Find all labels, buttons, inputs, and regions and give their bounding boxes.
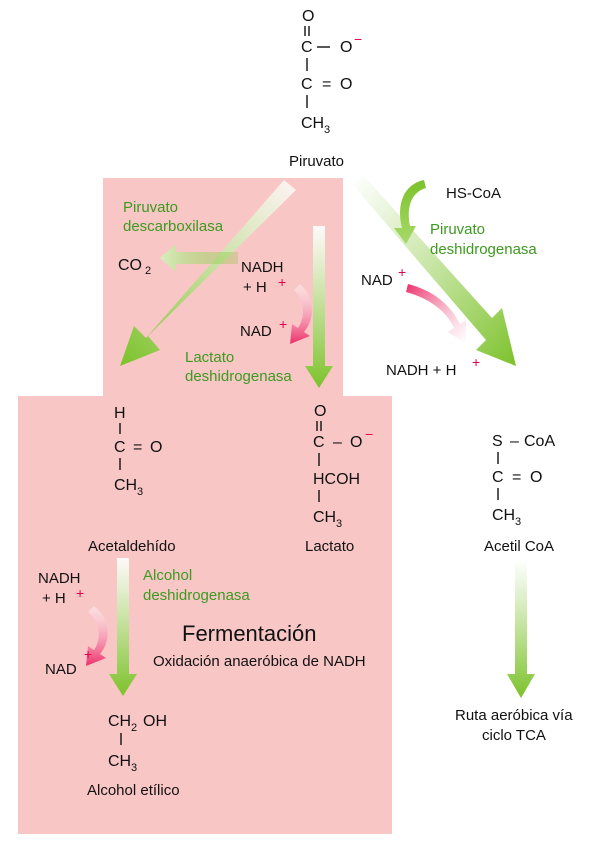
- arrow-to-acetaldehyde: [120, 180, 296, 366]
- chem-text: S: [492, 433, 503, 450]
- chem-text: CH: [108, 753, 131, 770]
- chem-text: CH: [108, 713, 131, 730]
- pyruvate-label: Piruvato: [289, 153, 344, 170]
- lactate-structure: O C – O − HCOH CH 3 Lactato: [305, 403, 373, 555]
- fermentation-title: Fermentación: [182, 621, 317, 646]
- ethanol-structure: CH 2 OH CH 3 Alcohol etílico: [87, 713, 180, 799]
- chem-text: –: [510, 433, 519, 450]
- chem-text: CoA: [524, 433, 555, 450]
- nadh-label-alcohol: NADH: [38, 570, 81, 587]
- fermentation-subtitle: Oxidación anaeróbica de NADH: [153, 653, 366, 670]
- chem-text: CH: [114, 477, 137, 494]
- ethanol-label: Alcohol etílico: [87, 782, 180, 799]
- enzyme-lactate-dehydrogenase-line1: Lactato: [185, 349, 234, 366]
- pyruvate-structure: O C O − C = O CH 3 Piruvato: [289, 8, 362, 170]
- chem-text: −: [365, 426, 373, 442]
- chem-text: O: [302, 8, 314, 25]
- chem-text: H: [114, 405, 126, 422]
- chem-text: =: [512, 469, 521, 486]
- chem-text: 3: [131, 762, 137, 774]
- arrow-to-lactate: [305, 226, 333, 388]
- chem-text: O: [314, 403, 326, 420]
- nadh-label-lactate: NADH: [241, 259, 284, 276]
- decarboxylase-section: Piruvato descarboxilasa CO 2 NADH + H + …: [118, 199, 292, 385]
- chem-text: O: [150, 439, 162, 456]
- arrow-to-acetyl-coa: [352, 176, 516, 366]
- chem-text: O: [530, 469, 542, 486]
- chem-text: C: [114, 439, 126, 456]
- acetaldehyde-label: Acetaldehído: [88, 538, 176, 555]
- acetaldehyde-structure: H C = O CH 3 Acetaldehído: [88, 405, 176, 555]
- chem-text: –: [333, 434, 342, 451]
- chem-text: =: [322, 76, 331, 93]
- chem-text: 3: [324, 124, 330, 136]
- hscoa-label: HS-CoA: [446, 185, 501, 202]
- chem-text: C: [492, 469, 504, 486]
- fermentation-box: [18, 396, 392, 834]
- arrow-to-ethanol: [109, 558, 137, 696]
- nad-label-alcohol: NAD: [45, 661, 77, 678]
- chem-text: O: [340, 39, 352, 56]
- nad-label-pdh: NAD: [361, 272, 393, 289]
- arrow-hscoa: [394, 180, 426, 244]
- acetyl-coa-label: Acetil CoA: [484, 538, 554, 555]
- chem-text: +: [76, 585, 84, 601]
- chem-text: + H: [243, 279, 267, 296]
- chem-text: 2: [131, 722, 137, 734]
- arrow-co2-release: [160, 244, 238, 272]
- chem-text: =: [133, 439, 142, 456]
- chem-text: C: [301, 76, 313, 93]
- tca-route-line2: ciclo TCA: [482, 727, 546, 744]
- tca-route-line1: Ruta aeróbica vía: [455, 707, 573, 724]
- alcohol-dehydrogenase-section: NADH + H + NAD + Alcohol deshidrogenasa …: [38, 567, 366, 678]
- enzyme-pyruvate-decarboxylase-line2: descarboxilasa: [123, 218, 224, 235]
- chem-text: 3: [515, 516, 521, 528]
- chem-text: HCOH: [313, 471, 360, 488]
- chem-text: CH: [301, 115, 324, 132]
- enzyme-alcohol-dehydrogenase-line2: deshidrogenasa: [143, 587, 250, 604]
- chem-text: +: [279, 316, 287, 332]
- enzyme-lactate-dehydrogenase-line2: deshidrogenasa: [185, 368, 292, 385]
- arrow-to-tca: [507, 560, 535, 698]
- enzyme-pyruvate-dehydrogenase-line1: Piruvato: [430, 221, 485, 238]
- enzyme-alcohol-dehydrogenase-line1: Alcohol: [143, 567, 192, 584]
- chem-text: 2: [145, 265, 151, 277]
- aerobic-section: HS-CoA Piruvato deshidrogenasa NAD + NAD…: [361, 185, 573, 744]
- chem-text: CH: [313, 509, 336, 526]
- chem-text: OH: [143, 713, 167, 730]
- nadh-label-pdh: NADH + H: [386, 362, 456, 379]
- chem-text: +: [278, 274, 286, 290]
- co2-label: CO: [118, 257, 142, 274]
- chem-text: +: [398, 264, 406, 280]
- chem-text: C: [313, 434, 325, 451]
- chem-text: 3: [137, 486, 143, 498]
- lactate-label: Lactato: [305, 538, 354, 555]
- chem-text: C: [301, 39, 313, 56]
- enzyme-pyruvate-decarboxylase-line1: Piruvato: [123, 199, 178, 216]
- arrow-nad-pdh: [406, 284, 466, 344]
- chem-text: O: [350, 434, 362, 451]
- chem-text: + H: [42, 590, 66, 607]
- arrow-nadh-lactate: [290, 284, 312, 344]
- chem-text: 3: [336, 518, 342, 530]
- nad-label-lactate: NAD: [240, 323, 272, 340]
- chem-text: −: [354, 31, 362, 47]
- chem-text: CH: [492, 507, 515, 524]
- chem-text: +: [472, 354, 480, 370]
- enzyme-pyruvate-dehydrogenase-line2: deshidrogenasa: [430, 241, 537, 258]
- chem-text: O: [340, 76, 352, 93]
- arrow-nadh-alcohol: [86, 606, 108, 666]
- chem-text: +: [84, 646, 92, 662]
